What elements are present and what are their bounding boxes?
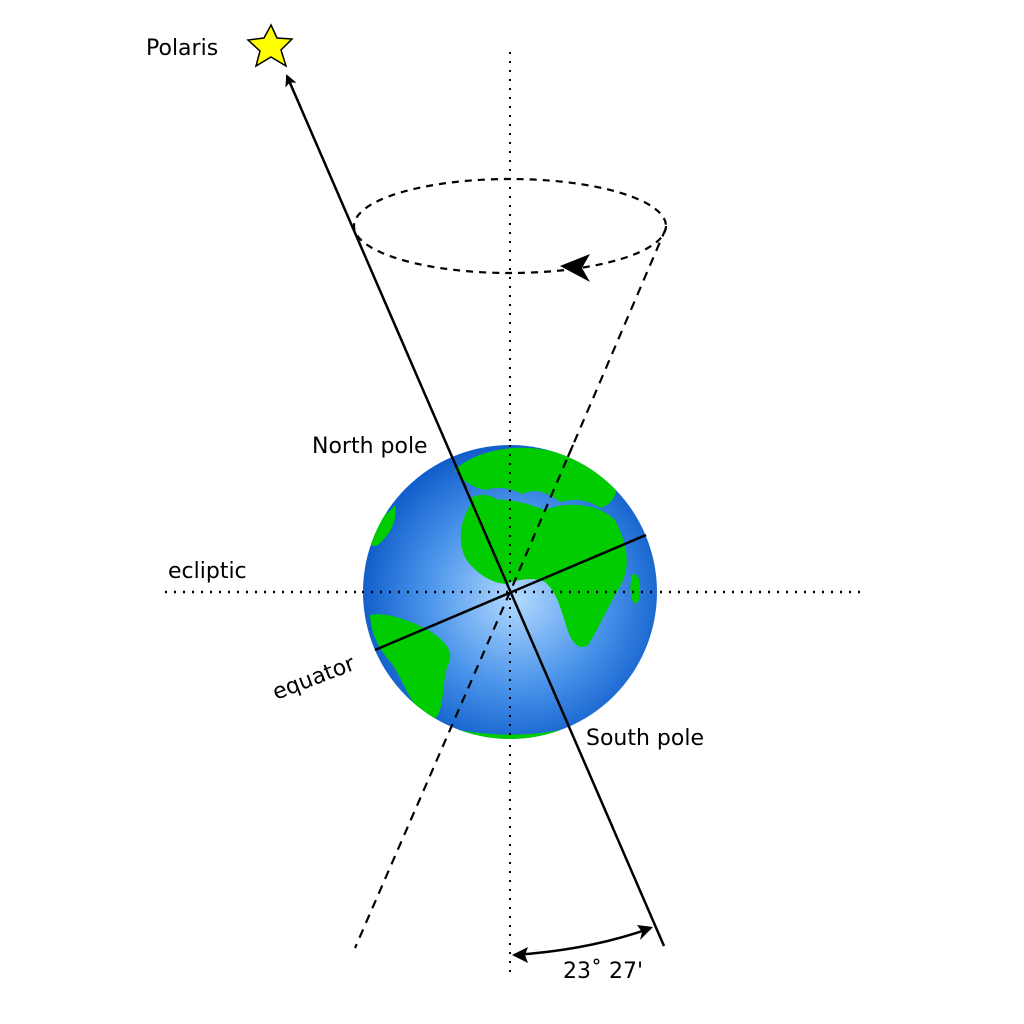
cone-line-lower (353, 591, 512, 949)
cone-line-upper (508, 227, 668, 593)
polaris-label: Polaris (146, 36, 218, 61)
rotation-axis (285, 74, 666, 947)
cone-line-upper-front (508, 444, 575, 593)
star-icon (246, 23, 294, 68)
tilt-angle-label: 23˚ 27' (563, 959, 643, 984)
tilt-angle-arrow-left (512, 947, 528, 963)
precession-direction-arrow (560, 254, 590, 282)
precession-circle (352, 177, 668, 275)
south-pole-label: South pole (586, 726, 704, 751)
tilt-angle-arc (513, 926, 652, 957)
ecliptic-label: ecliptic (168, 559, 247, 584)
north-pole-label: North pole (312, 434, 428, 459)
equator-label: equator (269, 651, 359, 706)
tilt-angle-arrow-right (637, 925, 653, 940)
